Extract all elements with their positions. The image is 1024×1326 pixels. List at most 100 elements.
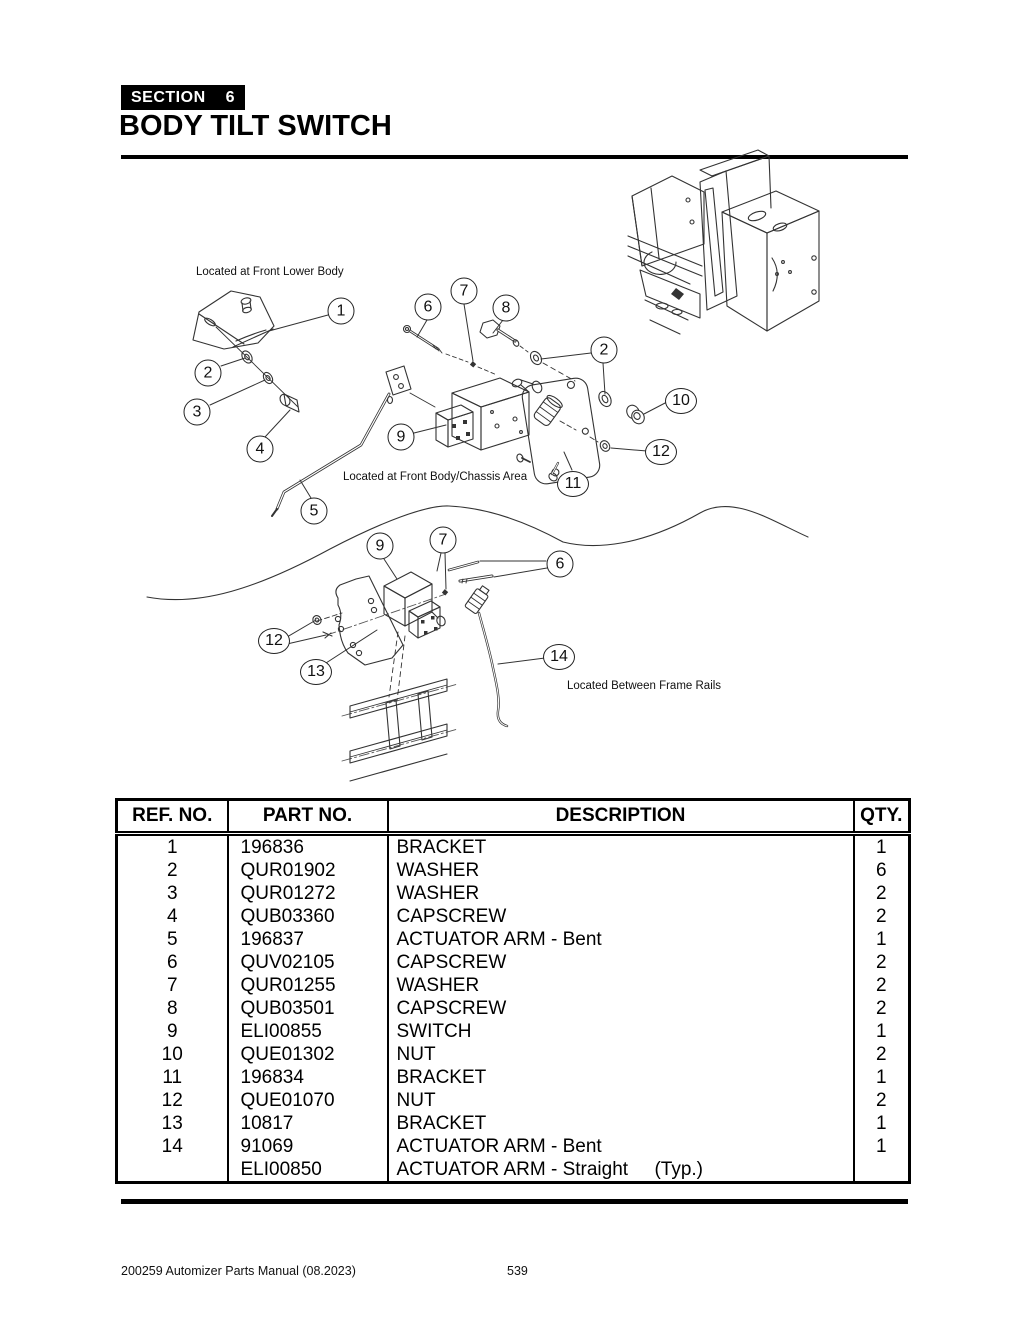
cell-ref: 6 <box>115 951 229 974</box>
cell-part: ELI00855 <box>226 1020 389 1043</box>
callout-7: 7 <box>429 526 457 554</box>
cell-ref: 11 <box>115 1066 229 1089</box>
callout-10: 10 <box>665 388 697 414</box>
callout-2: 2 <box>194 359 222 387</box>
table-header-row: REF. NO. PART NO. DESCRIPTION QTY. <box>115 799 911 836</box>
cell-part: 91069 <box>226 1135 389 1158</box>
cell-qty: 2 <box>852 1043 911 1066</box>
cell-desc: BRACKET <box>386 1066 855 1089</box>
section-badge: SECTION 6 <box>121 85 245 110</box>
callout-4: 4 <box>246 435 274 463</box>
cell-desc: BRACKET <box>386 1112 855 1135</box>
footer-page-number: 539 <box>507 1264 528 1278</box>
header-description: DESCRIPTION <box>386 799 855 836</box>
callout-5: 5 <box>300 497 328 525</box>
cell-part: QUR01902 <box>226 859 389 882</box>
cell-qty: 2 <box>852 974 911 997</box>
cell-desc: NUT <box>386 1043 855 1066</box>
cell-desc: ACTUATOR ARM - Bent <box>386 1135 855 1158</box>
cell-part: 196834 <box>226 1066 389 1089</box>
actuator-arm-bent <box>271 392 391 517</box>
cell-part: 196837 <box>226 928 389 951</box>
cell-qty: 2 <box>852 905 911 928</box>
cell-ref: 8 <box>115 997 229 1020</box>
callout-12: 12 <box>645 439 677 465</box>
bottom-rule <box>121 1199 908 1204</box>
cell-qty: 2 <box>852 951 911 974</box>
header-part-no: PART NO. <box>226 799 389 836</box>
diagram-location-label: Located Between Frame Rails <box>567 680 722 692</box>
separator-curve <box>146 505 809 601</box>
cell-qty: 1 <box>852 833 911 859</box>
cell-desc: WASHER <box>386 974 855 997</box>
cell-ref: 5 <box>115 928 229 951</box>
cell-part: QUE01070 <box>226 1089 389 1112</box>
page-title: BODY TILT SWITCH <box>119 110 392 142</box>
diagram-location-label: Located at Front Body/Chassis Area <box>343 471 528 483</box>
callout-1: 1 <box>327 297 355 325</box>
cell-part: QUB03501 <box>226 997 389 1020</box>
cell-qty: 1 <box>852 1020 911 1043</box>
header-qty: QTY. <box>852 799 911 836</box>
cell-part: QUE01302 <box>226 1043 389 1066</box>
cell-part: 10817 <box>226 1112 389 1135</box>
switch-assembly-upper <box>385 319 645 485</box>
cell-desc: ACTUATOR ARM - Bent <box>386 928 855 951</box>
cell-qty: 1 <box>852 928 911 951</box>
cell-desc: CAPSCREW <box>386 905 855 928</box>
callout-7: 7 <box>450 277 478 305</box>
cell-desc: CAPSCREW <box>386 997 855 1020</box>
cell-ref: 9 <box>115 1020 229 1043</box>
diagram-location-label: Located at Front Lower Body <box>196 266 344 278</box>
cell-ref <box>115 1158 229 1183</box>
callout-14: 14 <box>543 644 575 670</box>
cell-desc: CAPSCREW <box>386 951 855 974</box>
section-number: 6 <box>225 88 235 106</box>
callout-11: 11 <box>557 471 589 497</box>
cell-desc: SWITCH <box>386 1020 855 1043</box>
callout-6: 6 <box>546 550 574 578</box>
cell-ref: 12 <box>115 1089 229 1112</box>
cell-desc: WASHER <box>386 859 855 882</box>
cell-part: QUB03360 <box>226 905 389 928</box>
cell-desc: NUT <box>386 1089 855 1112</box>
callout-3: 3 <box>183 398 211 426</box>
cell-qty: 1 <box>852 1112 911 1135</box>
callout-13: 13 <box>300 659 332 685</box>
cell-desc: ACTUATOR ARM - Straight (Typ.) <box>386 1158 855 1183</box>
cell-ref: 4 <box>115 905 229 928</box>
section-label: SECTION <box>131 88 206 106</box>
cell-part: 196836 <box>226 833 389 859</box>
cell-qty: 2 <box>852 1089 911 1112</box>
callout-9: 9 <box>387 423 415 451</box>
cell-part: QUR01272 <box>226 882 389 905</box>
cell-qty: 2 <box>852 882 911 905</box>
footer-manual-info: 200259 Automizer Parts Manual (08.2023) <box>121 1264 356 1278</box>
cell-ref: 13 <box>115 1112 229 1135</box>
cell-ref: 3 <box>115 882 229 905</box>
cell-ref: 1 <box>115 833 229 859</box>
cell-qty: 2 <box>852 997 911 1020</box>
cell-ref: 14 <box>115 1135 229 1158</box>
switch-assembly-lower <box>312 560 509 782</box>
header-ref-no: REF. NO. <box>115 799 229 836</box>
cell-part: ELI00850 <box>226 1158 389 1183</box>
cell-part: QUR01255 <box>226 974 389 997</box>
cell-qty: 6 <box>852 859 911 882</box>
callout-2: 2 <box>590 336 618 364</box>
